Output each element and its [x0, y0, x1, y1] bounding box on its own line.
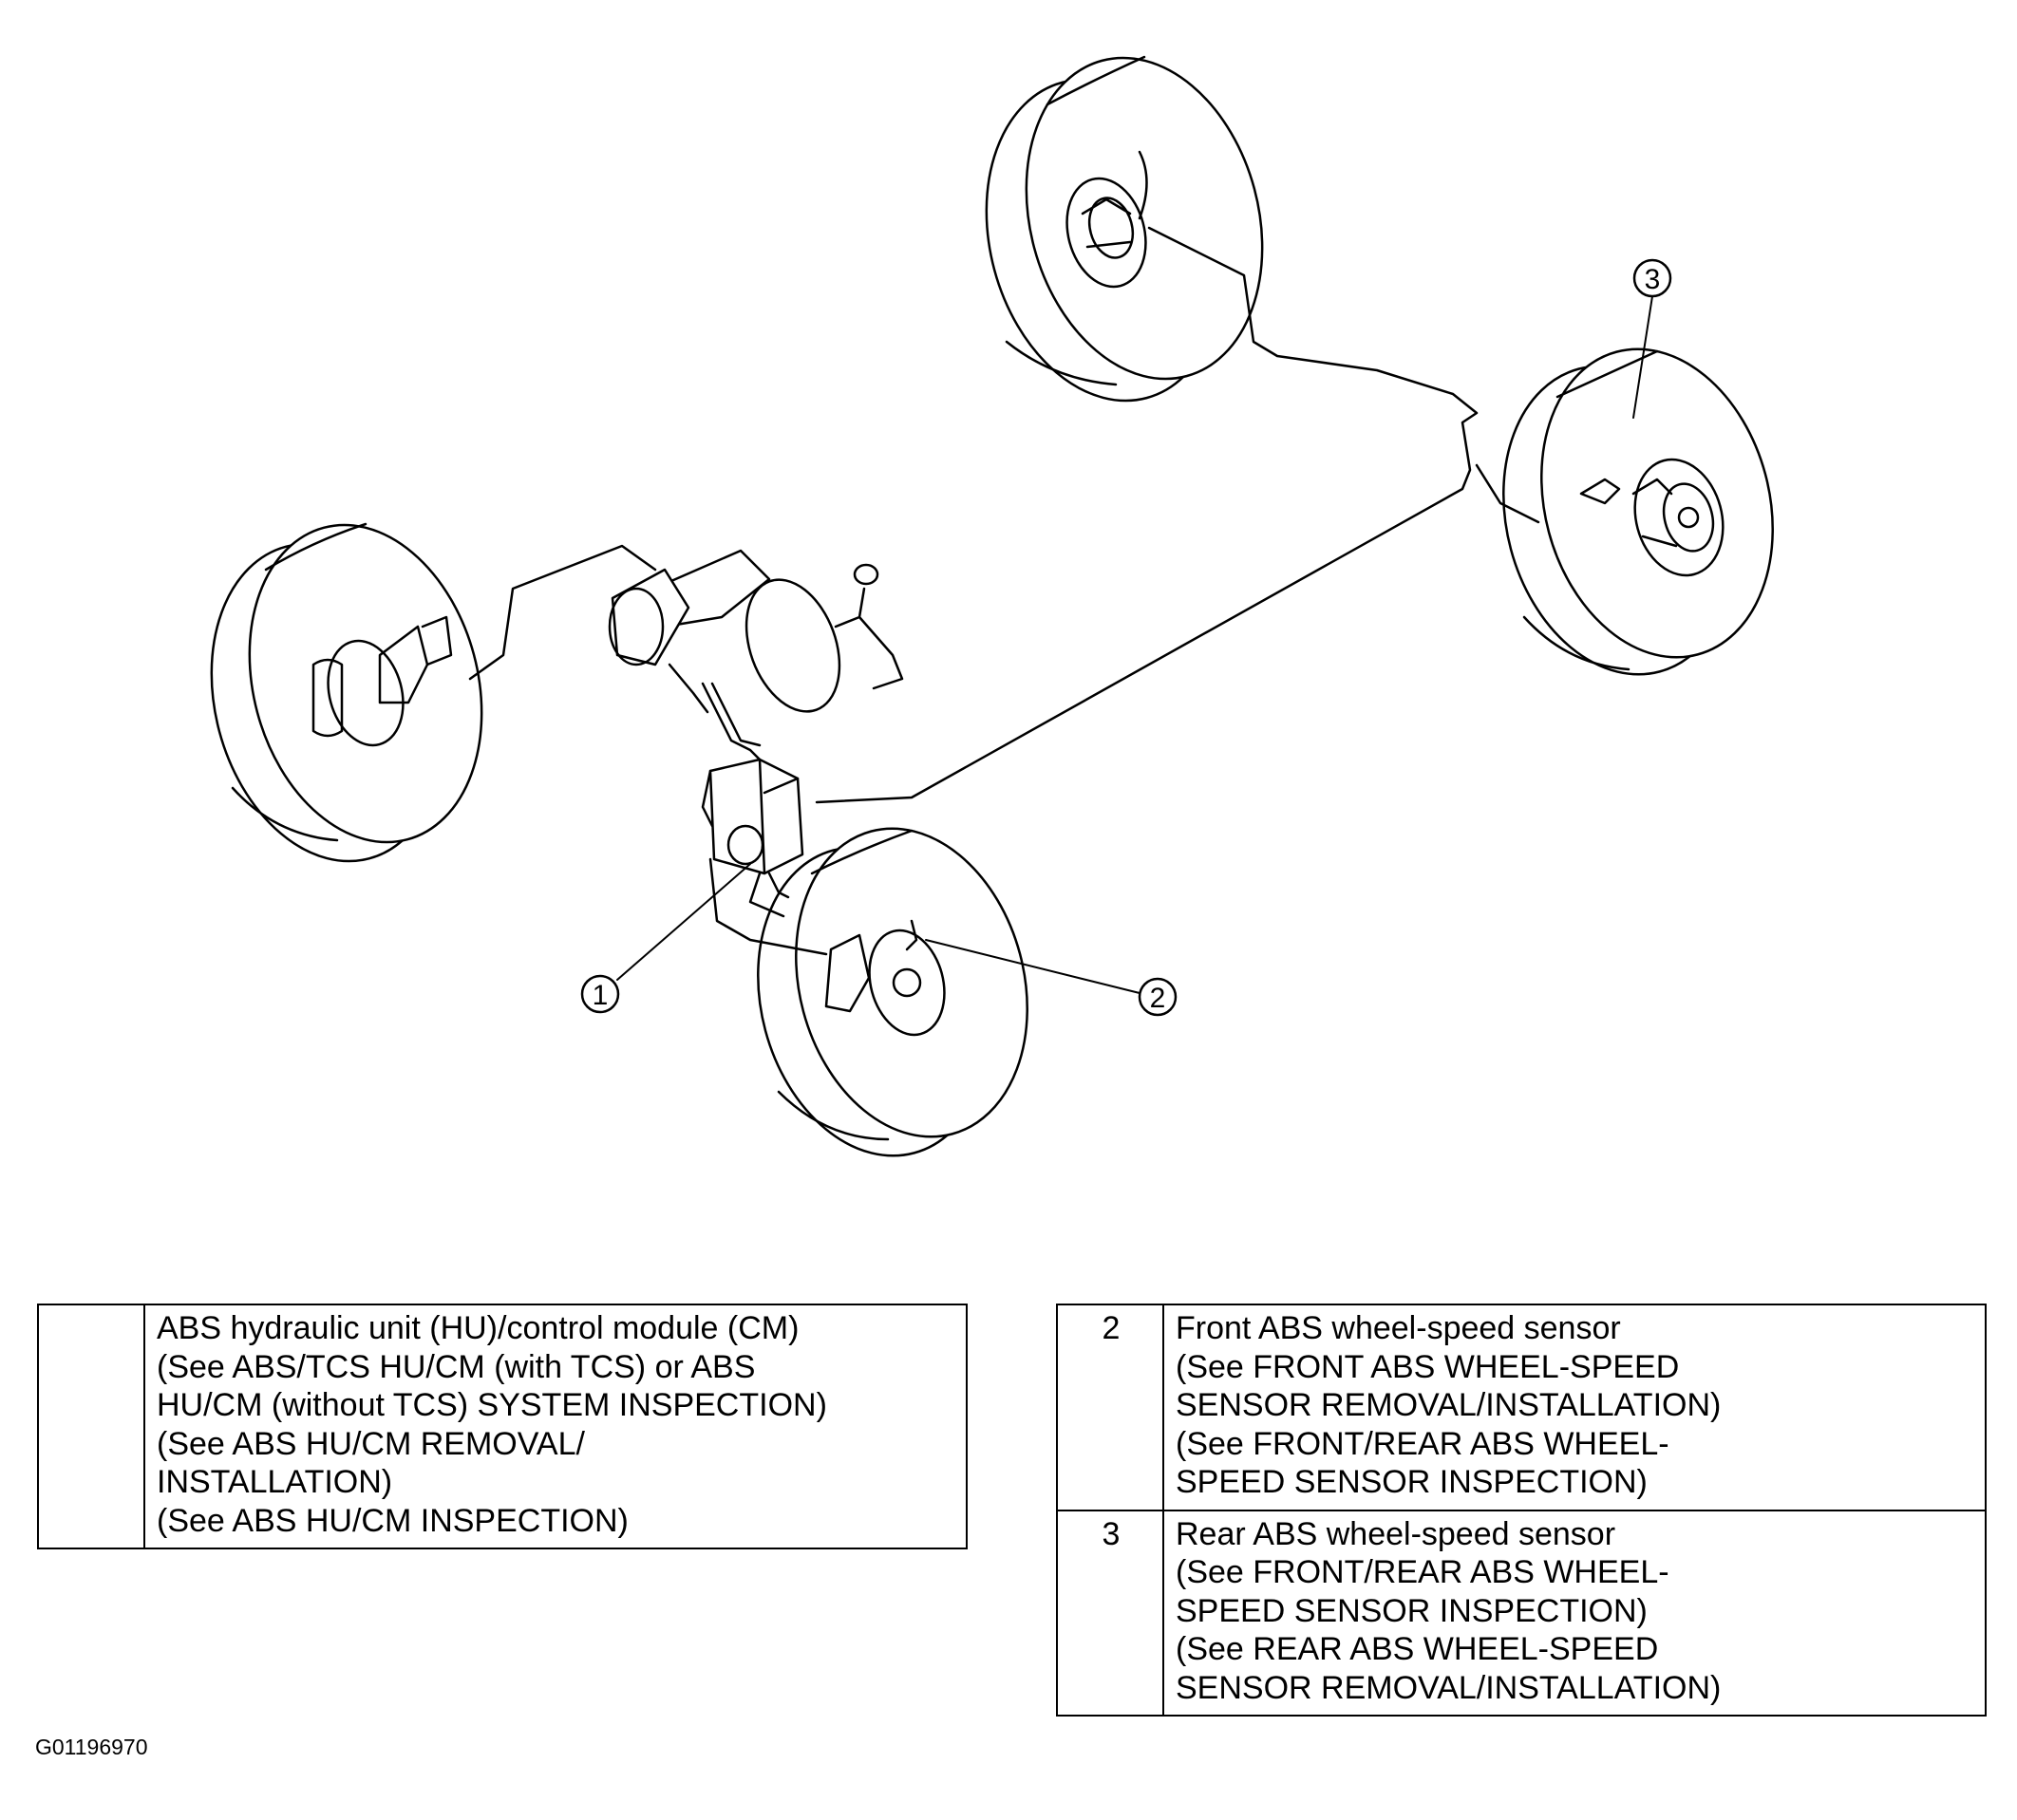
rear-right-wheel — [1502, 347, 1774, 676]
callout-2: 2 — [1138, 977, 1178, 1017]
legend-description-line: (See ABS HU/CM INSPECTION) — [157, 1502, 629, 1539]
legend-description-line: (See REAR ABS WHEEL-SPEED — [1176, 1631, 1659, 1667]
brake-lines — [468, 226, 1540, 956]
legend-item-description: Rear ABS wheel-speed sensor(See FRONT/RE… — [1162, 1509, 1987, 1717]
leader-lines — [616, 295, 1653, 994]
legend-item-description: Front ABS wheel-speed sensor(See FRONT A… — [1162, 1304, 1987, 1511]
front-right-wheel — [757, 827, 1028, 1157]
callout-2-label: 2 — [1150, 983, 1166, 1014]
legend-item-number — [37, 1304, 145, 1549]
callout-3-label: 3 — [1645, 264, 1661, 295]
legend-description-line: (See ABS/TCS HU/CM (with TCS) or ABS — [157, 1348, 756, 1385]
legend-description-line: (See FRONT/REAR ABS WHEEL- — [1176, 1425, 1669, 1462]
rear-left-wheel — [985, 55, 1264, 403]
front-left-wheel — [210, 522, 483, 863]
legend-description-line: Rear ABS wheel-speed sensor — [1176, 1515, 1616, 1552]
legend-description-line: HU/CM (without TCS) SYSTEM INSPECTION) — [157, 1387, 827, 1423]
legend-description-line: SENSOR REMOVAL/INSTALLATION) — [1176, 1387, 1722, 1423]
legend-description-line: INSTALLATION) — [157, 1464, 393, 1500]
callout-1: 1 — [580, 974, 620, 1014]
legend-item-number: 2 — [1056, 1304, 1164, 1511]
legend-description-line: ABS hydraulic unit (HU)/control module (… — [157, 1310, 800, 1346]
legend-description-line: (See ABS HU/CM REMOVAL/ — [157, 1425, 585, 1462]
legend-description-line: SPEED SENSOR INSPECTION) — [1176, 1464, 1648, 1500]
legend-description-line: Front ABS wheel-speed sensor — [1176, 1310, 1621, 1346]
legend-description-line: SPEED SENSOR INSPECTION) — [1176, 1592, 1648, 1629]
abs-layout-diagram: 1 2 3 — [210, 55, 1774, 1157]
figure-id: G01196970 — [35, 1735, 148, 1759]
legend-description-line: SENSOR REMOVAL/INSTALLATION) — [1176, 1669, 1722, 1706]
legend-table-left: ABS hydraulic unit (HU)/control module (… — [37, 1304, 968, 1549]
legend-description-line: (See FRONT ABS WHEEL-SPEED — [1176, 1348, 1680, 1385]
legend-row: ABS hydraulic unit (HU)/control module (… — [37, 1304, 968, 1549]
abs-hu-cm-unit — [701, 758, 804, 875]
brake-booster — [608, 549, 904, 713]
legend-description-line: (See FRONT/REAR ABS WHEEL- — [1176, 1554, 1669, 1590]
legend-item-number: 3 — [1056, 1509, 1164, 1717]
callout-3: 3 — [1632, 258, 1672, 298]
callout-1-label: 1 — [593, 980, 609, 1011]
legend-item-description: ABS hydraulic unit (HU)/control module (… — [143, 1304, 968, 1549]
